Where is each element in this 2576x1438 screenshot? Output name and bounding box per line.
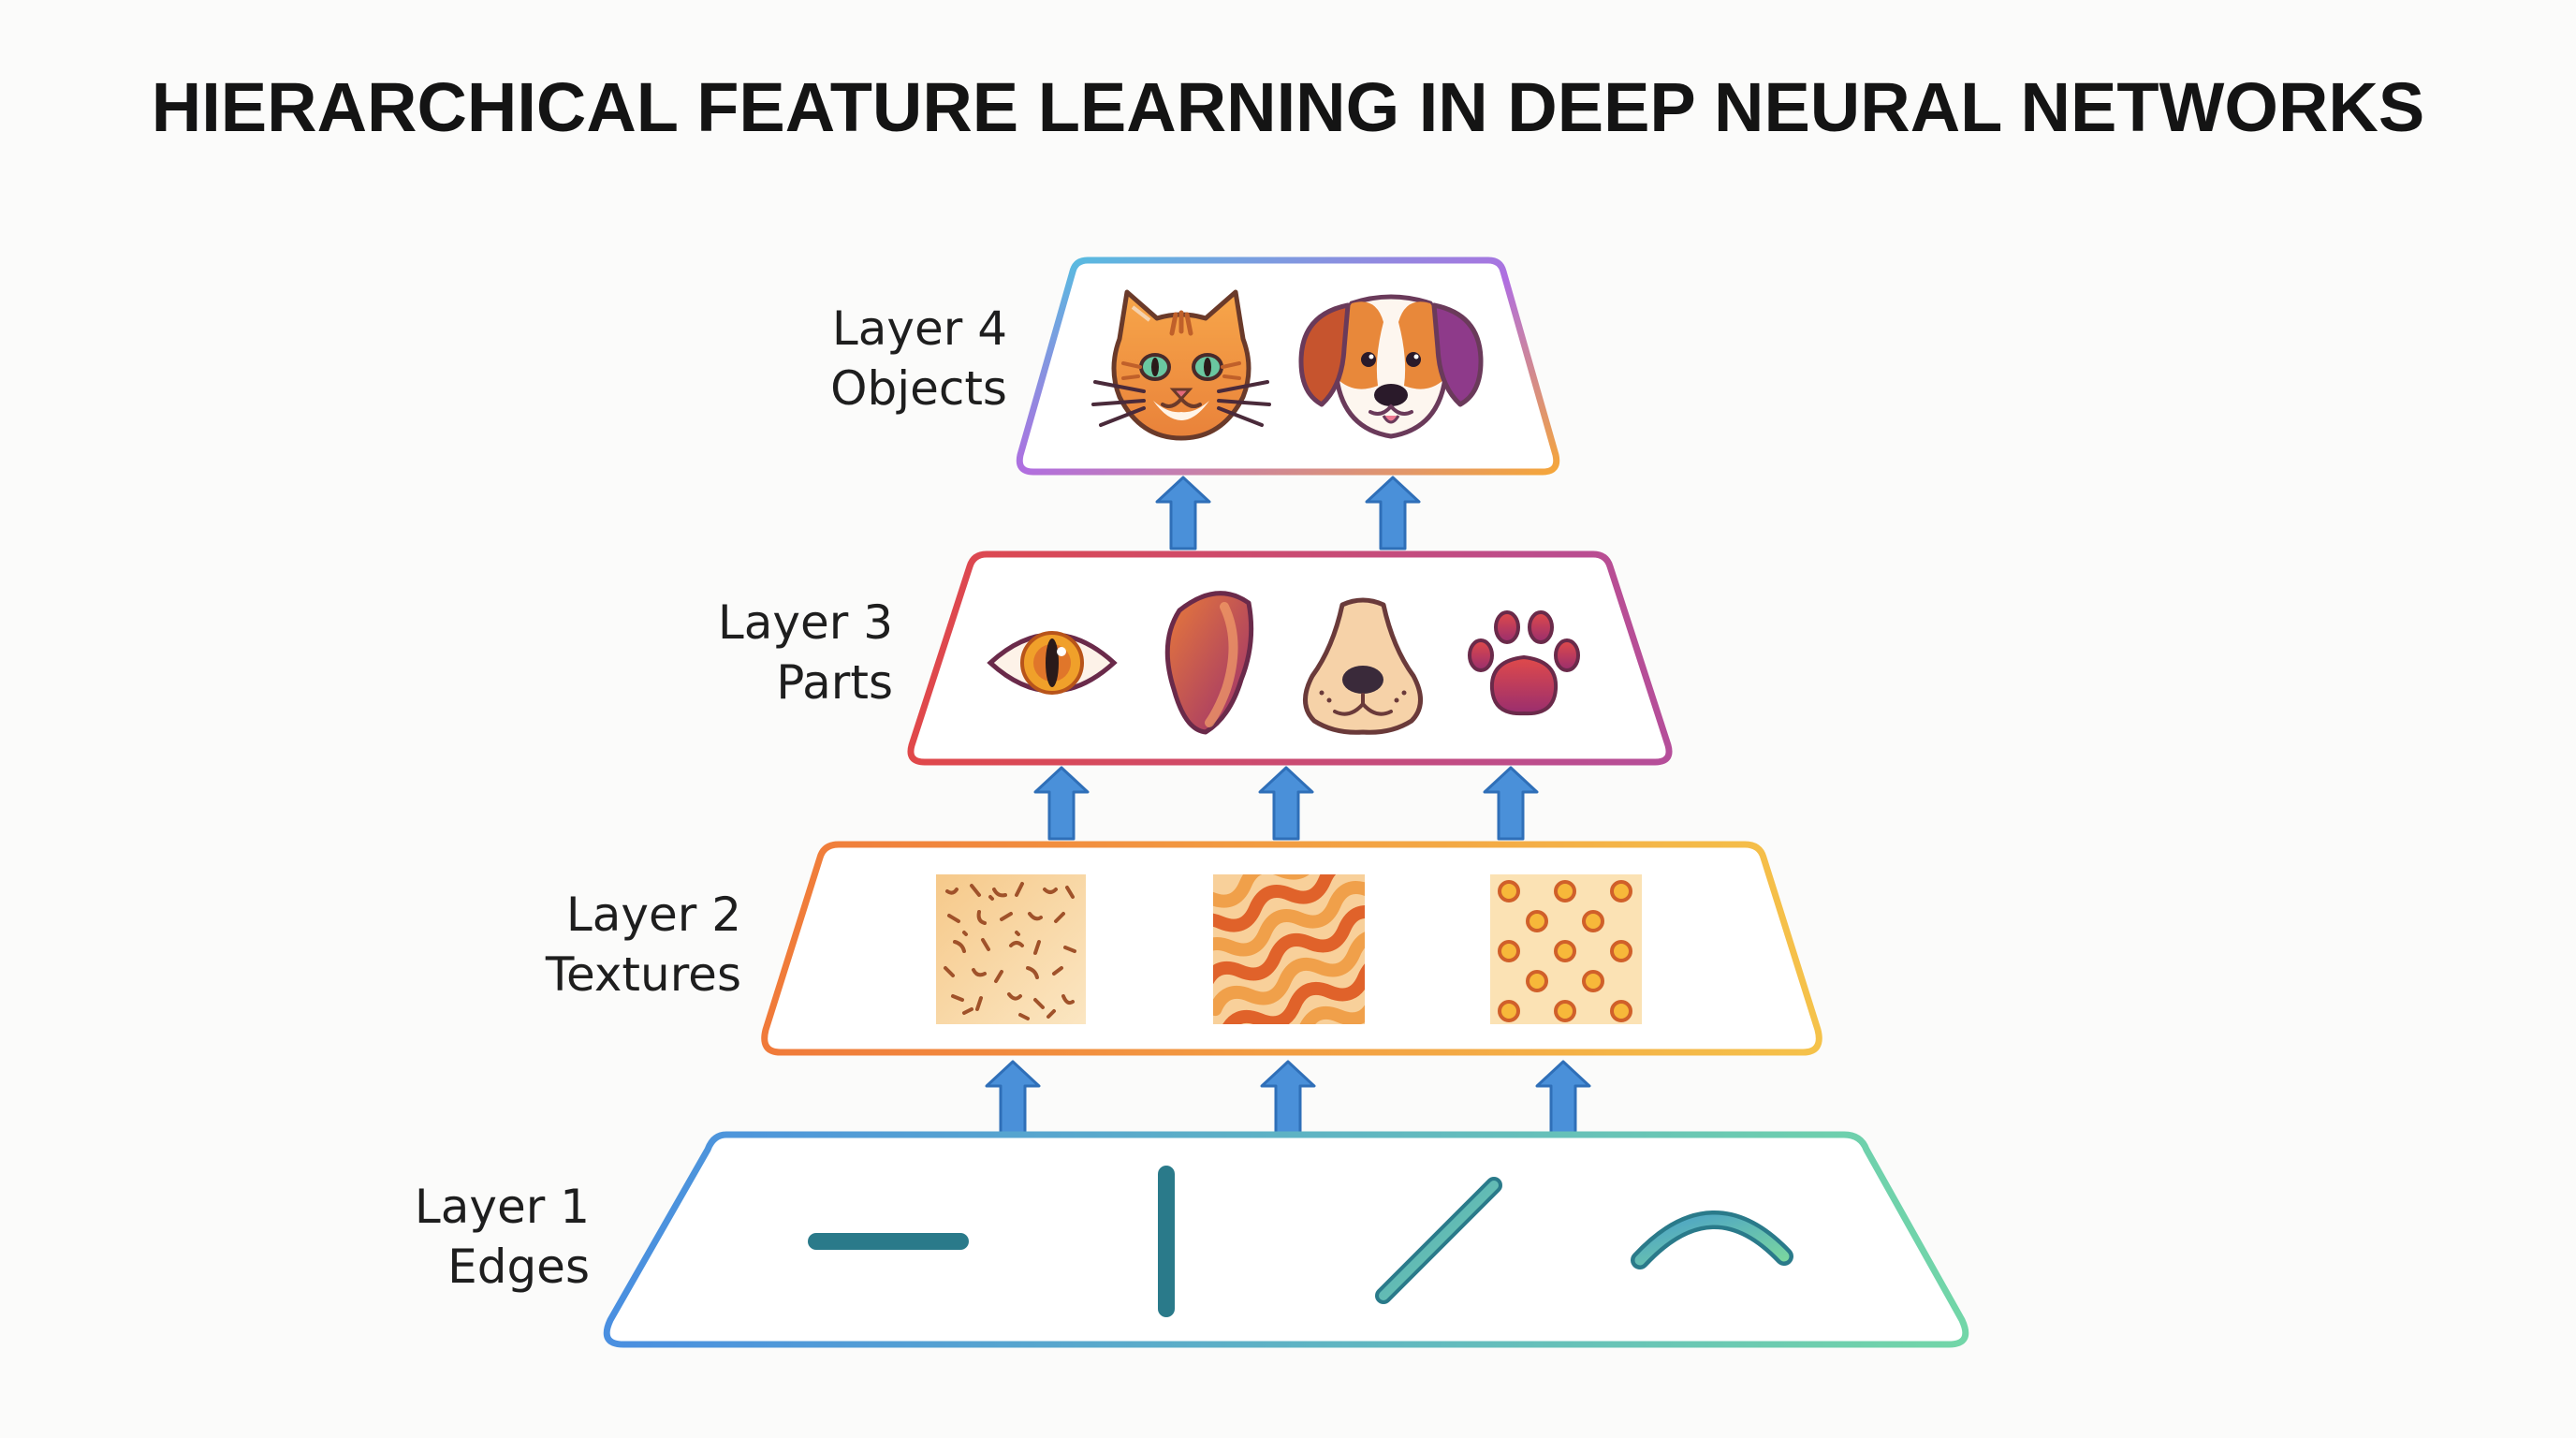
layer-1-label-line2: Edges xyxy=(447,1240,590,1294)
layer-3-label-line1: Layer 3 xyxy=(718,595,893,650)
up-arrow-icon xyxy=(1535,1060,1591,1135)
layer-4-label-line2: Objects xyxy=(830,361,1007,416)
arrow-group-2-to-3 xyxy=(1033,766,1539,841)
eye-icon xyxy=(987,631,1118,695)
layer-3: Layer 3 Parts xyxy=(718,550,1673,766)
curved-edge xyxy=(1631,1211,1793,1269)
up-arrow-icon xyxy=(985,1060,1041,1135)
layer-2: Layer 2 Textures xyxy=(545,841,1822,1056)
dog-face-icon xyxy=(1298,294,1484,439)
layer-2-label-line1: Layer 2 xyxy=(566,888,741,942)
wave-texture xyxy=(1213,874,1365,1024)
up-arrow-icon xyxy=(1483,766,1539,841)
up-arrow-icon xyxy=(1365,476,1421,550)
up-arrow-icon xyxy=(1258,766,1314,841)
up-arrow-icon xyxy=(1155,476,1211,550)
layer-1-label-line1: Layer 1 xyxy=(415,1180,590,1234)
up-arrow-icon xyxy=(1260,1060,1316,1135)
layer-3-label-line2: Parts xyxy=(776,655,893,710)
page-title: HIERARCHICAL FEATURE LEARNING IN DEEP NE… xyxy=(152,68,2424,146)
layer-4: Layer 4 Objects xyxy=(830,257,1560,476)
dot-texture xyxy=(1490,874,1642,1024)
layer-2-label-line2: Textures xyxy=(545,947,741,1002)
paw-icon xyxy=(1468,610,1580,716)
diagonal-edge xyxy=(1375,1177,1502,1304)
snout-icon xyxy=(1303,597,1423,735)
arrow-group-3-to-4 xyxy=(1155,476,1421,550)
layer-1: Layer 1 Edges xyxy=(415,1131,1969,1348)
cat-face-icon xyxy=(1091,289,1271,441)
layer-4-label-line1: Layer 4 xyxy=(832,301,1007,356)
ear-icon xyxy=(1164,591,1254,735)
fur-texture xyxy=(936,874,1086,1024)
arrow-group-1-to-2 xyxy=(985,1060,1591,1135)
up-arrow-icon xyxy=(1033,766,1090,841)
